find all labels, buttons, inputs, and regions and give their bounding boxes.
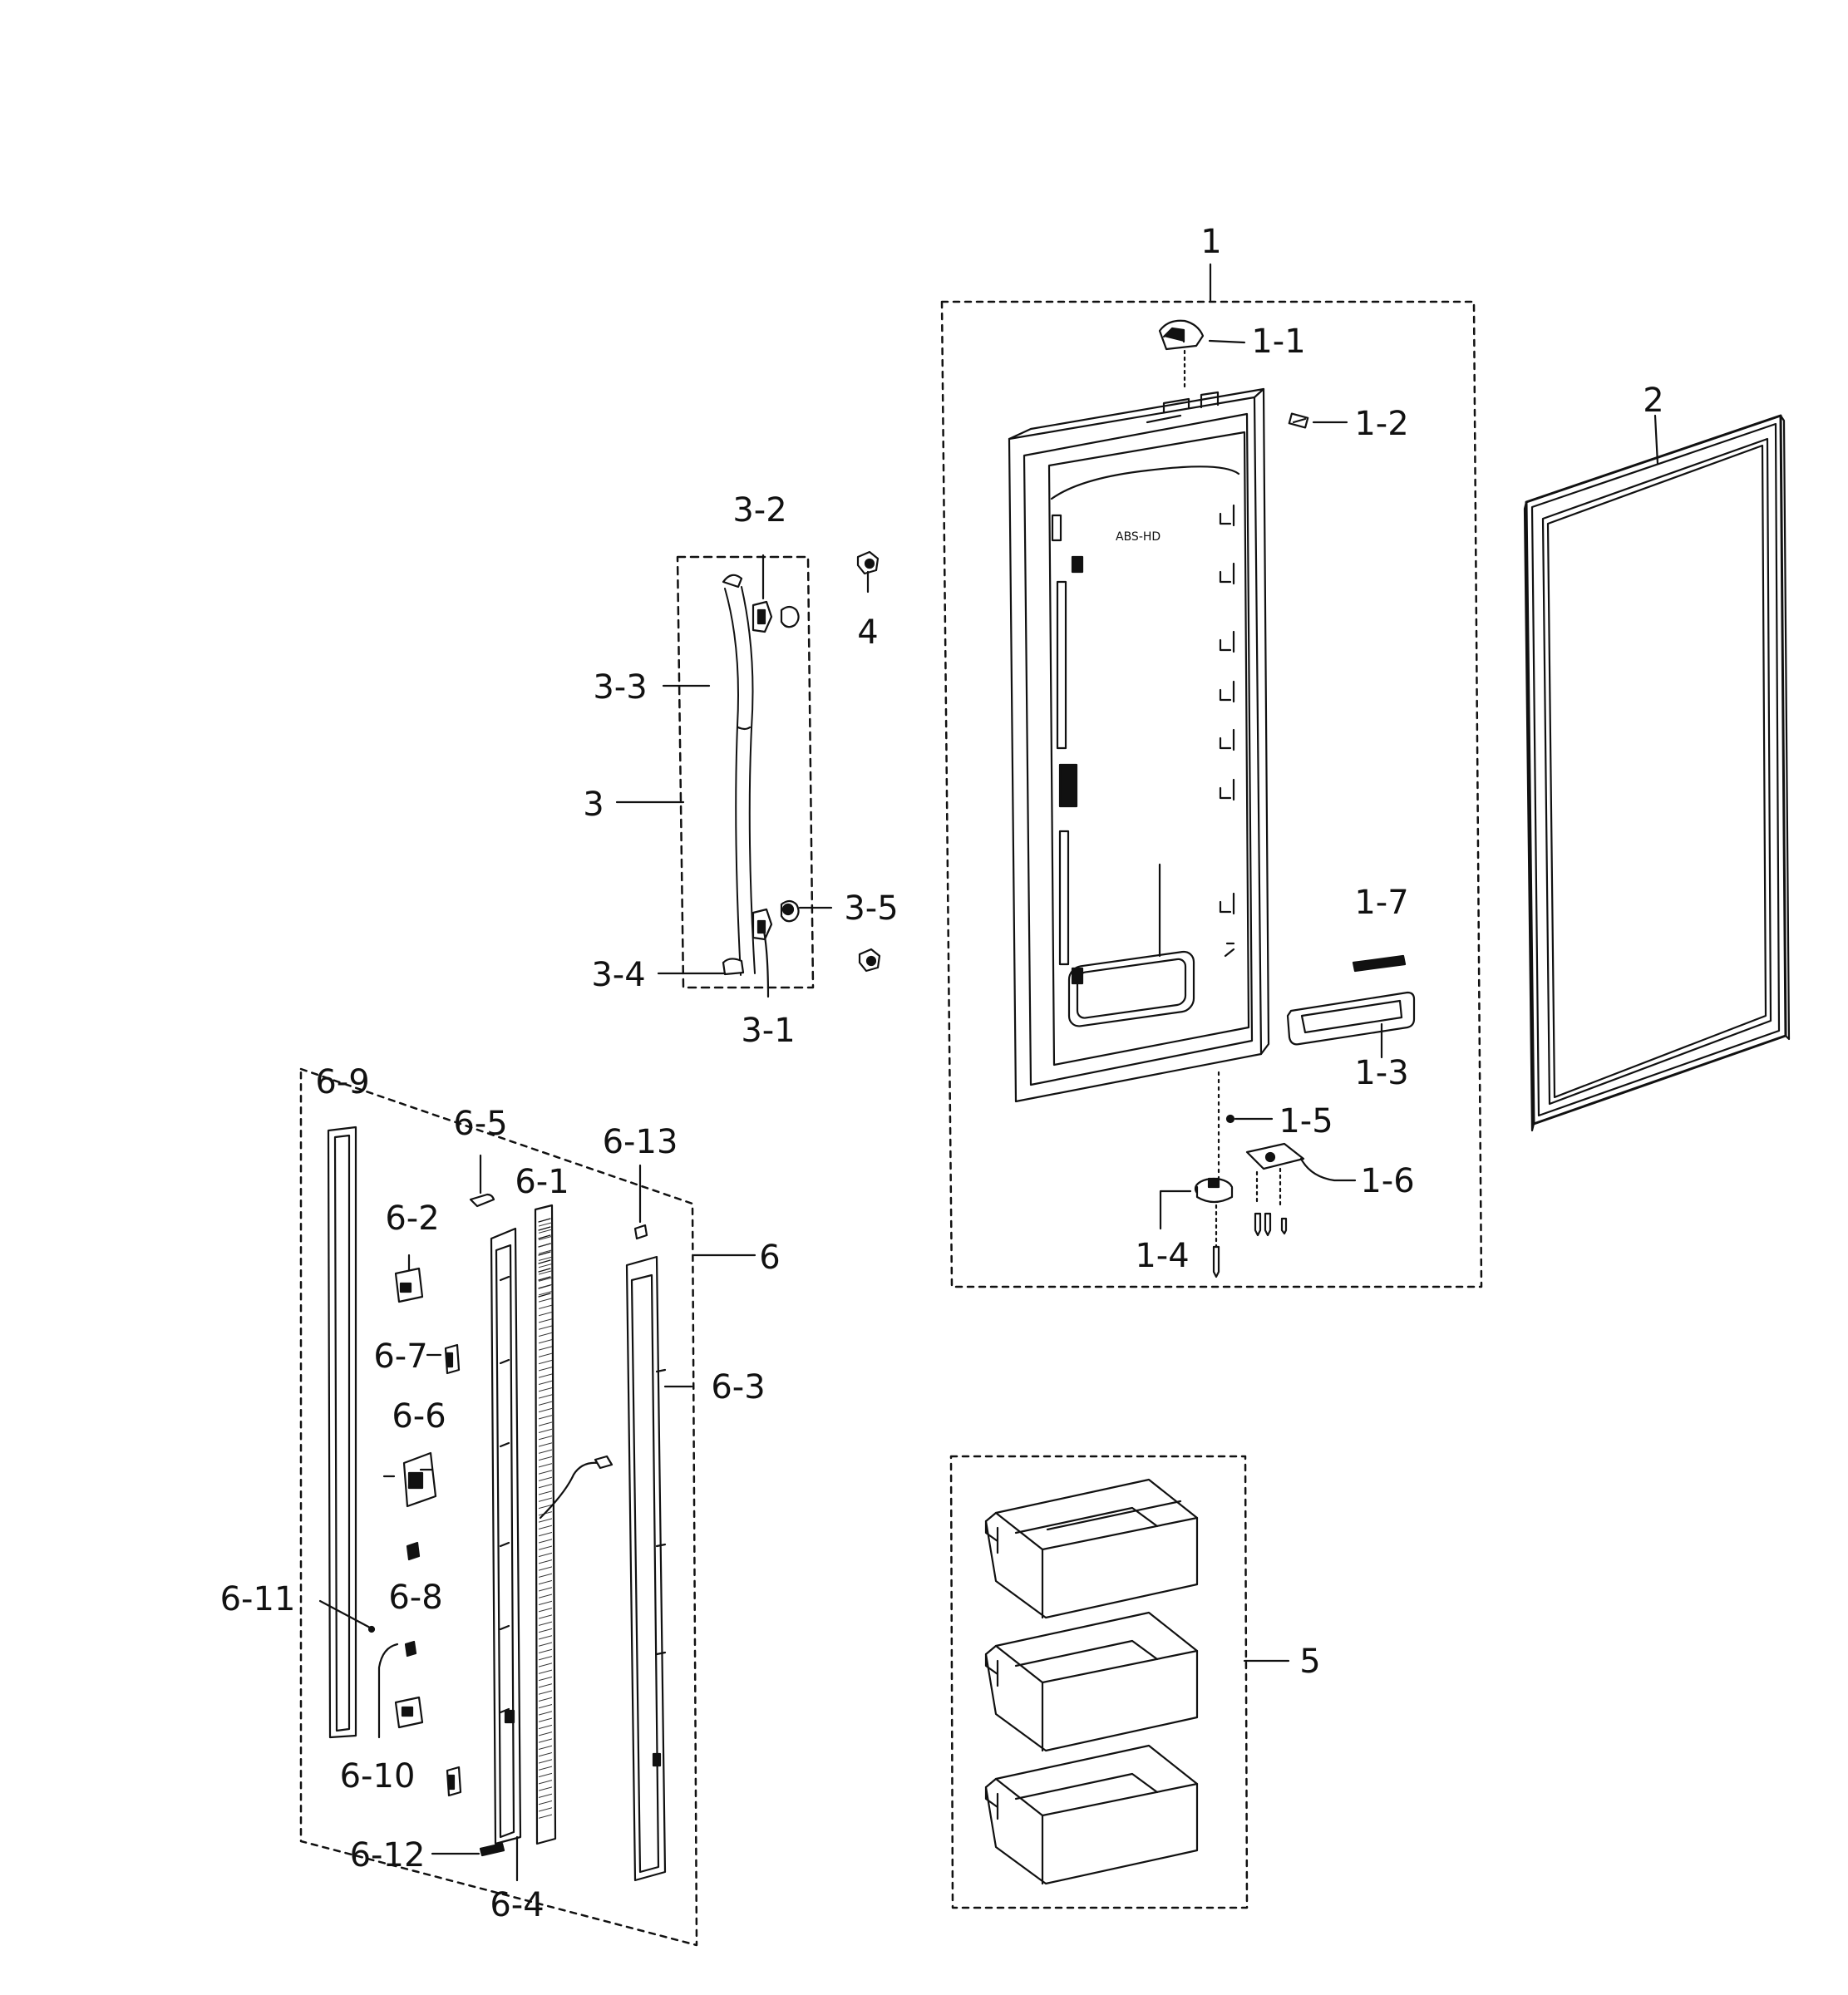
- small-clip-1-2: [1289, 414, 1308, 428]
- group-1-box: [942, 302, 1481, 1287]
- bottom-cover-1-3: [1288, 993, 1414, 1044]
- callout-3-2: 3-2: [732, 491, 787, 530]
- group-5-box: [951, 1456, 1247, 1908]
- callout-6: 6: [759, 1239, 781, 1277]
- callout-1-3: 1-3: [1354, 1054, 1409, 1092]
- handle-bracket-top: [753, 555, 799, 632]
- callout-3-5: 3-5: [844, 889, 899, 928]
- door-gasket: [1525, 416, 1789, 1130]
- screw-6-12: [480, 1844, 504, 1855]
- screw-4: [858, 552, 880, 971]
- group-3-box: [678, 557, 813, 988]
- callout-6-4: 6-4: [490, 1886, 545, 1924]
- bracket-6-6: [384, 1453, 436, 1506]
- callout-3: 3: [583, 786, 604, 824]
- callout-6-2: 6-2: [385, 1199, 440, 1238]
- hinge-bottom-1-4: [1195, 1179, 1286, 1277]
- svg-text:ABS-HD: ABS-HD: [1116, 530, 1161, 544]
- cap-rail-6-4: [491, 1229, 520, 1880]
- callout-1-4: 1-4: [1135, 1237, 1190, 1275]
- callout-3-4: 3-4: [591, 956, 646, 994]
- group-6-box: [301, 1069, 697, 1945]
- callout-5: 5: [1299, 1643, 1321, 1681]
- callout-1-6: 1-6: [1360, 1162, 1415, 1200]
- callout-6-1: 6-1: [515, 1163, 569, 1201]
- callout-6-11: 6-11: [219, 1580, 296, 1618]
- clip-6-7: [446, 1345, 459, 1373]
- door-bin: [986, 1480, 1197, 1618]
- bracket-1-6: [1247, 1144, 1303, 1205]
- handle-bracket-bottom: [753, 901, 799, 997]
- callout-1-2: 1-2: [1354, 405, 1409, 443]
- callout-6-8: 6-8: [388, 1579, 443, 1617]
- callout-3-3: 3-3: [593, 668, 648, 707]
- callout-3-1: 3-1: [741, 1012, 796, 1050]
- cover-6-3: [627, 1257, 665, 1880]
- door-bin: [986, 1746, 1197, 1884]
- small-part-6-5: [471, 1155, 494, 1206]
- callout-6-3: 6-3: [711, 1368, 766, 1406]
- callout-1-7: 1-7: [1354, 884, 1409, 922]
- callout-6-12: 6-12: [349, 1836, 426, 1874]
- callout-1: 1: [1200, 223, 1222, 261]
- callout-6-13: 6-13: [602, 1123, 678, 1161]
- callout-6-9: 6-9: [315, 1063, 370, 1101]
- clip-6-8: [407, 1543, 419, 1559]
- small-part-6-13: [635, 1165, 647, 1239]
- callout-1-1: 1-1: [1251, 323, 1306, 361]
- callout-6-6: 6-6: [392, 1397, 446, 1436]
- hinge-cap-top: [1160, 321, 1203, 391]
- callout-6-5: 6-5: [453, 1105, 508, 1143]
- callout-2: 2: [1643, 382, 1664, 420]
- part-6-10: [379, 1642, 416, 1737]
- clip-6-2: [396, 1255, 422, 1302]
- callout-6-7: 6-7: [373, 1337, 428, 1376]
- callout-1-5: 1-5: [1279, 1102, 1333, 1140]
- callout-4: 4: [857, 613, 879, 652]
- cover-strip-1-7: [1353, 956, 1405, 971]
- door-bin: [986, 1613, 1197, 1751]
- heater-6-1: [535, 1205, 612, 1844]
- callout-6-10: 6-10: [339, 1757, 416, 1796]
- door-handle: [723, 575, 755, 975]
- door-liner: ABS-HD: [1009, 389, 1269, 1101]
- strip-6-9: [328, 1127, 356, 1737]
